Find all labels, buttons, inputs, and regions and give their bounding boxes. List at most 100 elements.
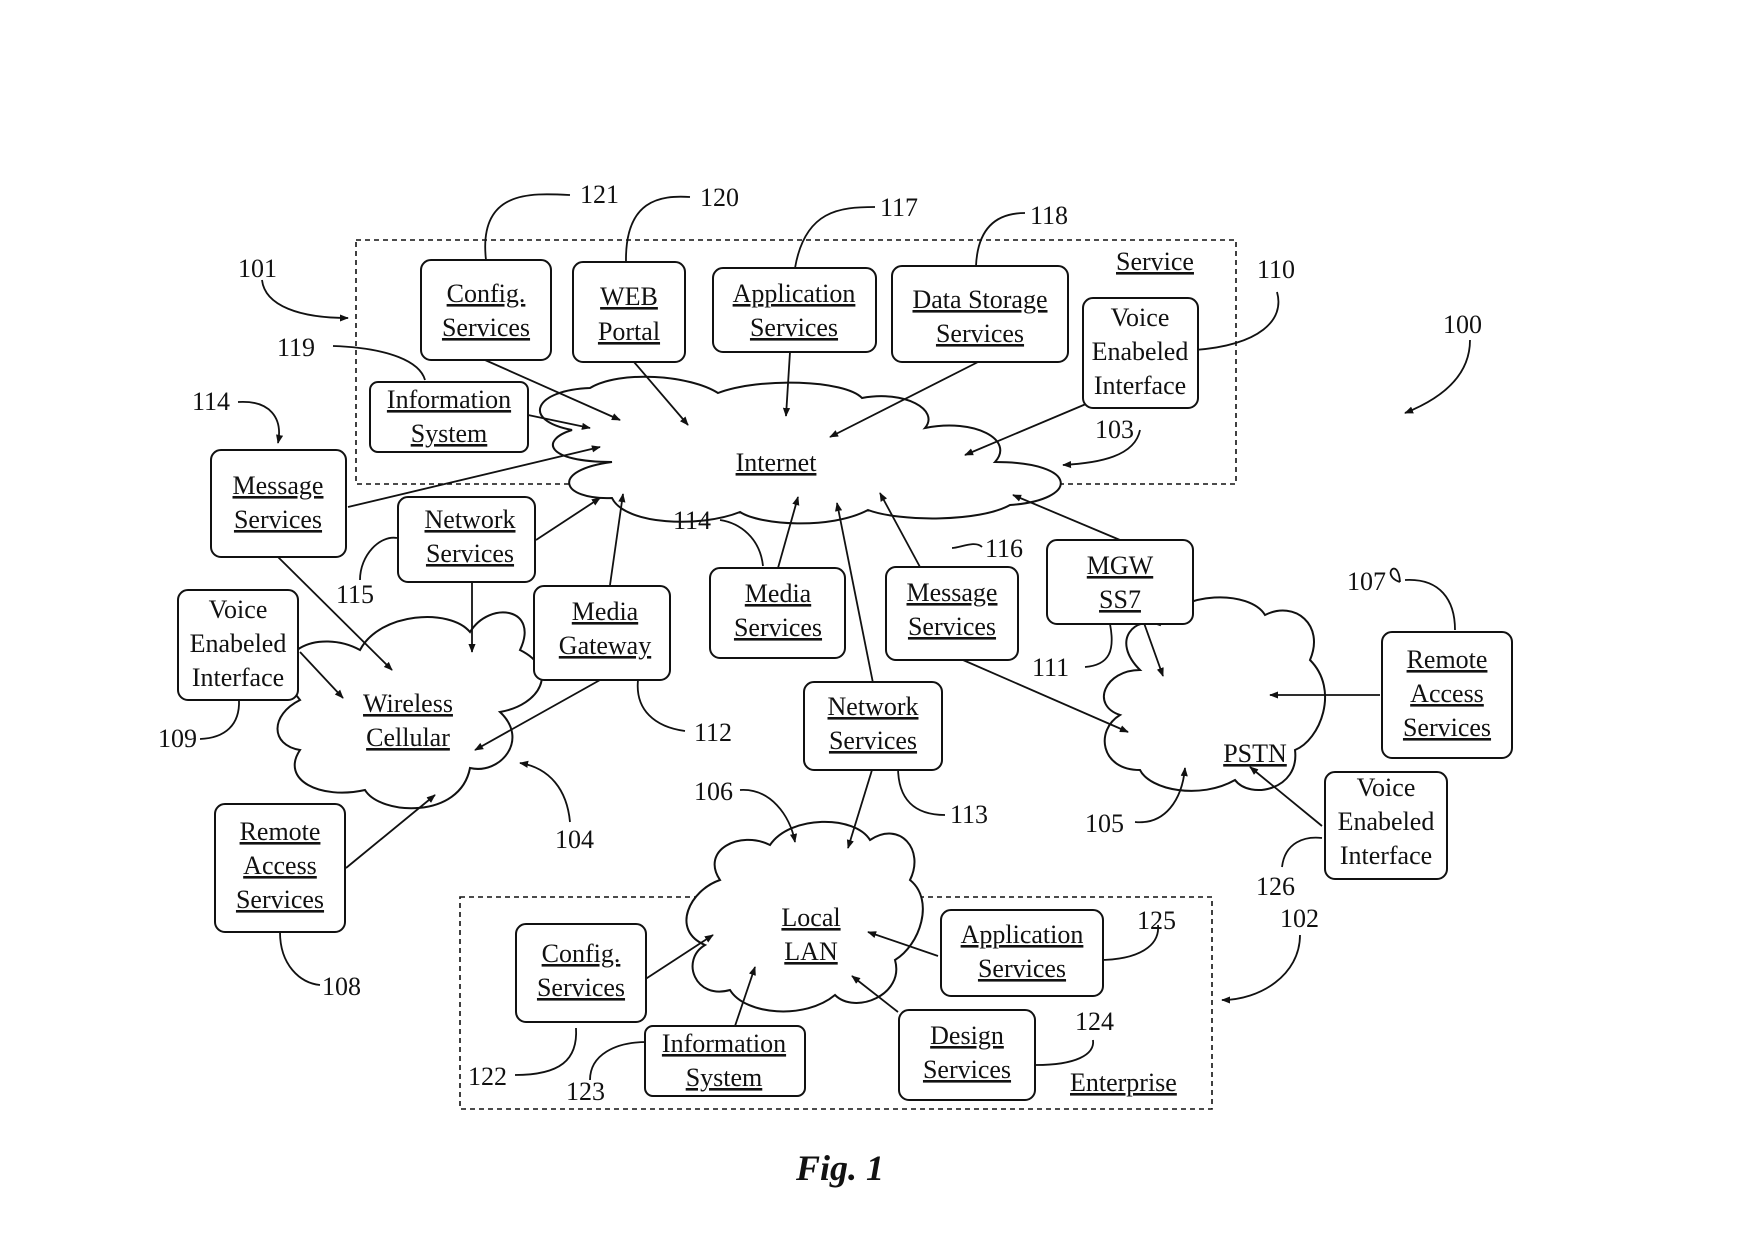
ref-106: 106 [694, 777, 733, 806]
ref-105: 105 [1085, 809, 1124, 838]
svg-text:Interface: Interface [1340, 841, 1432, 870]
remote-access-services-box-left: Remote Access Services [214, 803, 346, 933]
svg-text:Services: Services [936, 319, 1024, 348]
svg-text:Services: Services [908, 612, 996, 641]
leader-100 [1404, 339, 1471, 414]
svg-text:Services: Services [923, 1055, 1011, 1084]
ref-114b: 114 [673, 506, 711, 535]
svg-text:Information: Information [387, 385, 511, 414]
arrow-network-left-to-internet [535, 497, 601, 541]
ref-101: 101 [238, 254, 277, 283]
connection-lines [277, 351, 1380, 1027]
ref-118: 118 [1030, 201, 1068, 230]
leader-105 [1134, 767, 1188, 823]
arrow-media-services-to-internet [777, 496, 800, 569]
leader-120 [625, 195, 691, 263]
svg-text:Enabeled: Enabeled [1092, 337, 1189, 366]
svg-text:Voice: Voice [1111, 303, 1170, 332]
pstn-label: PSTN [1223, 739, 1287, 768]
service-region-label: Service [1116, 247, 1194, 276]
arrow-config-bottom-to-lan [643, 934, 714, 981]
arrow-voice-top-to-internet [964, 403, 1087, 456]
information-system-box-bottom: Information System [644, 1025, 806, 1097]
arrow-message-left-to-wireless [277, 556, 393, 671]
leader-124 [1035, 1039, 1094, 1066]
svg-text:Services: Services [1403, 713, 1491, 742]
arrow-mgw-to-internet [1012, 494, 1121, 541]
internet-label: Internet [736, 448, 818, 477]
leader-114b [719, 519, 764, 567]
svg-text:Access: Access [243, 851, 317, 880]
arrow-design-to-lan [851, 975, 899, 1013]
svg-text:Network: Network [828, 692, 919, 721]
ref-102: 102 [1280, 904, 1319, 933]
ref-121: 121 [580, 180, 619, 209]
reference-numerals: 100 101 102 103 104 105 106 107 108 109 … [158, 180, 1482, 1106]
ref-126: 126 [1256, 872, 1295, 901]
figure-caption: Fig. 1 [795, 1148, 884, 1188]
ref-114a: 114 [192, 387, 230, 416]
data-storage-services-box: Data Storage Services [891, 265, 1069, 363]
arrow-application-to-internet [782, 351, 791, 417]
svg-text:WEB: WEB [600, 282, 658, 311]
ref-108: 108 [322, 972, 361, 1001]
leader-117 [794, 206, 876, 269]
arrow-message-left-to-internet [347, 445, 601, 508]
arrow-web-portal-to-internet [633, 361, 689, 426]
svg-text:System: System [686, 1063, 763, 1092]
leader-107 [1389, 567, 1456, 631]
arrow-message-mid-to-pstn [962, 659, 1129, 733]
arrow-information-bottom-to-lan [734, 966, 756, 1027]
wireless-cellular-label-line1: Wireless [363, 689, 453, 718]
leader-123 [589, 1041, 648, 1081]
svg-text:Services: Services [234, 505, 322, 534]
leader-121 [484, 193, 571, 261]
local-lan-label-line2: LAN [784, 937, 838, 966]
svg-text:Services: Services [829, 726, 917, 755]
svg-text:Services: Services [426, 539, 514, 568]
leader-110 [1194, 291, 1280, 351]
local-lan-label-line1: Local [781, 903, 840, 932]
config-services-box-top: Config. Services [420, 259, 552, 361]
leader-126 [1281, 836, 1323, 868]
message-services-box-mid: Message Services [885, 566, 1019, 661]
svg-text:Media: Media [572, 597, 639, 626]
leader-118 [975, 212, 1026, 267]
svg-text:Services: Services [442, 313, 530, 342]
leader-125 [1097, 924, 1159, 961]
svg-text:Message: Message [233, 471, 324, 500]
wireless-cellular-label-line2: Cellular [366, 723, 450, 752]
internet-cloud [538, 375, 1062, 525]
ref-110: 110 [1257, 255, 1295, 284]
enterprise-region [459, 896, 1213, 1110]
ref-109: 109 [158, 724, 197, 753]
config-services-box-bottom: Config. Services [515, 923, 647, 1023]
svg-text:Remote: Remote [240, 817, 321, 846]
svg-text:Enabeled: Enabeled [1338, 807, 1435, 836]
reference-leaders [199, 193, 1471, 1081]
voice-interface-box-left: Voice Enabeled Interface [177, 589, 299, 701]
svg-text:Services: Services [236, 885, 324, 914]
svg-text:Gateway: Gateway [559, 631, 651, 660]
svg-text:Remote: Remote [1407, 645, 1488, 674]
svg-text:Information: Information [662, 1029, 786, 1058]
svg-text:Media: Media [745, 579, 812, 608]
design-services-box: Design Services [898, 1009, 1036, 1101]
ref-125: 125 [1137, 906, 1176, 935]
leader-108 [279, 931, 321, 986]
arrow-media-gateway-to-internet [609, 493, 626, 586]
leader-102 [1221, 934, 1301, 1004]
arrow-network-mid-to-internet [835, 502, 874, 684]
voice-interface-box-right: Voice Enabeled Interface [1324, 771, 1448, 880]
arrow-information-top-to-internet [527, 414, 591, 430]
message-services-box-left: Message Services [210, 449, 347, 558]
leader-109 [199, 699, 240, 740]
leader-115 [359, 536, 398, 581]
voice-interface-box-top: Voice Enabeled Interface [1082, 297, 1199, 409]
arrow-remote-left-to-wireless [345, 794, 436, 869]
svg-text:Network: Network [425, 505, 516, 534]
arrow-config-to-internet [484, 359, 621, 421]
enterprise-region-label: Enterprise [1070, 1068, 1177, 1097]
ref-107: 107 [1347, 567, 1386, 596]
